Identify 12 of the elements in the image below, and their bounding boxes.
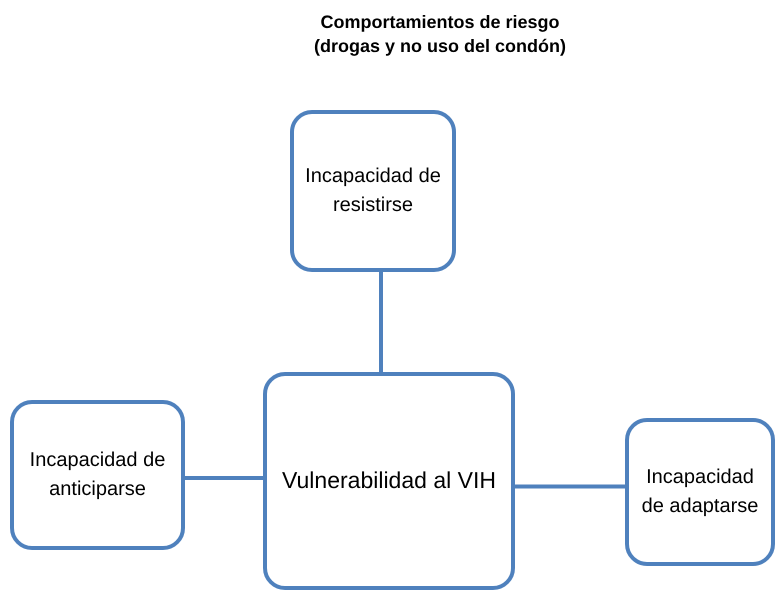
diagram-title: Comportamientos de riesgo (drogas y no uso del condón): [313, 11, 567, 58]
connector-line: [515, 484, 625, 488]
connector-line: [185, 476, 263, 480]
rounded-box: [290, 110, 456, 272]
box-label: Incapacidad de adaptarse: [640, 465, 760, 519]
box-label: Incapacidad de resistirse: [304, 164, 442, 218]
rounded-box: [625, 418, 775, 566]
box-label: Incapacidad de anticiparse: [28, 448, 166, 502]
rounded-box: [10, 400, 185, 550]
connector-line: [379, 272, 383, 372]
box-label: Vulnerabilidad al VIH: [282, 466, 496, 496]
rounded-box: [263, 372, 515, 590]
